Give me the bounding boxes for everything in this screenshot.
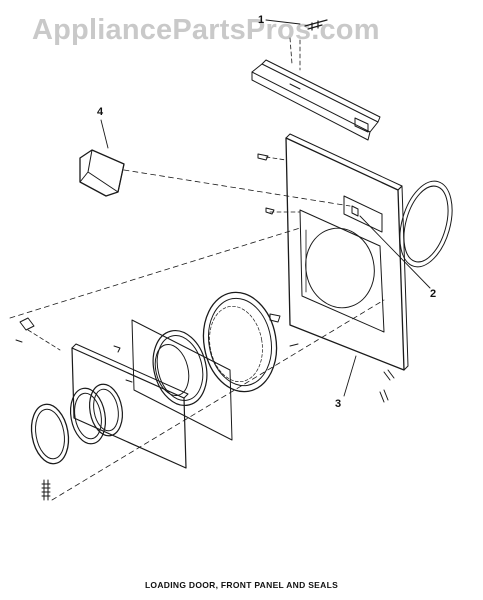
door-inner-frame bbox=[131, 319, 233, 441]
callout-1: 1 bbox=[258, 14, 265, 26]
door-gasket-ring bbox=[202, 291, 278, 393]
dash-panel-screw-left bbox=[265, 156, 287, 161]
screw-panel-mid bbox=[265, 207, 275, 215]
leader-line-2 bbox=[359, 215, 431, 289]
hardware-small-left bbox=[15, 317, 133, 383]
door-outer-plate bbox=[71, 343, 189, 469]
hardware-small-right bbox=[269, 313, 395, 403]
dash-assembly-mid bbox=[27, 329, 61, 351]
dash-line-bracket bbox=[289, 37, 301, 71]
leader-line-4 bbox=[100, 119, 109, 149]
dash-handle-to-panel bbox=[123, 169, 351, 207]
hinge-pin bbox=[41, 479, 51, 501]
handle-part-4 bbox=[79, 149, 125, 197]
door-glass-rings bbox=[30, 383, 123, 465]
callout-2: 2 bbox=[430, 288, 437, 300]
dash-assembly-top bbox=[9, 227, 301, 319]
seal-ring-right bbox=[399, 180, 453, 268]
top-bracket-part-1 bbox=[251, 59, 381, 141]
front-panel-part-3 bbox=[285, 133, 409, 371]
watermark-text: AppliancePartsPros.com bbox=[32, 14, 380, 46]
screw-top bbox=[304, 19, 328, 31]
dash-assembly-bottom bbox=[51, 299, 385, 501]
leader-line-3 bbox=[343, 355, 357, 397]
screw-panel-left bbox=[257, 153, 269, 161]
callout-4: 4 bbox=[97, 106, 104, 118]
diagram-caption: LOADING DOOR, FRONT PANEL AND SEALS bbox=[144, 580, 339, 590]
leader-line-1 bbox=[265, 19, 301, 25]
callout-3: 3 bbox=[335, 398, 342, 410]
